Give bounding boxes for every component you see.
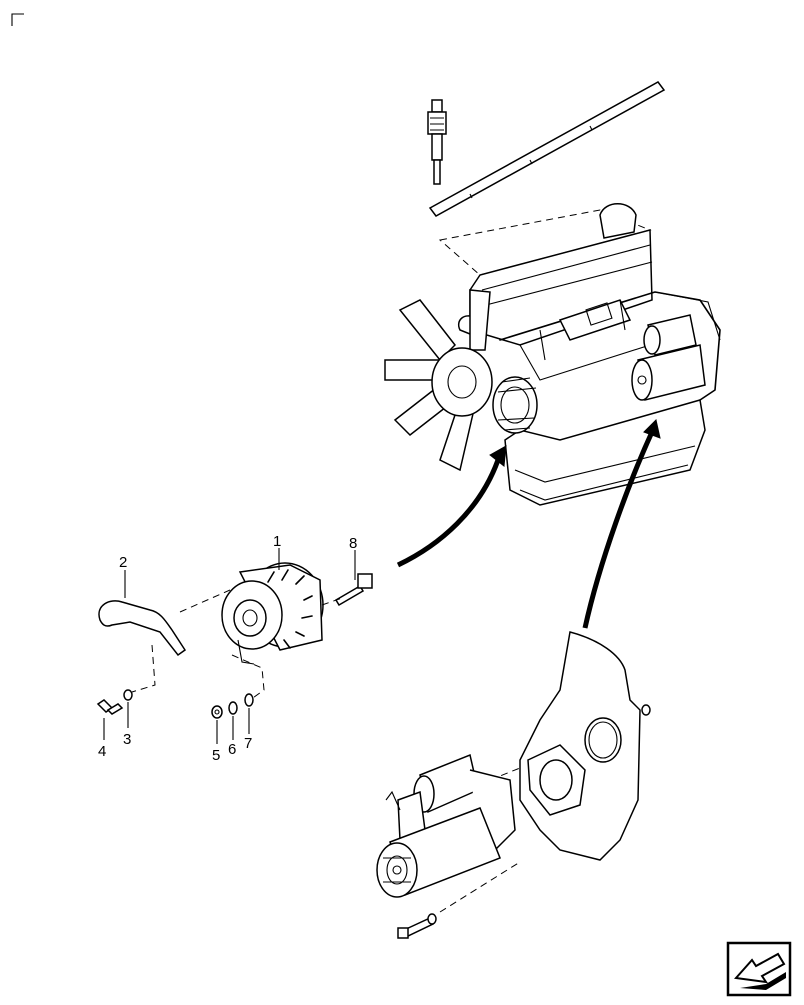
arrow-alternator-to-engine	[396, 459, 501, 568]
alternator-nut-and-washers	[211, 693, 254, 719]
starter-gasket	[527, 744, 586, 816]
starter-motor	[376, 753, 516, 898]
callout-5: 5	[212, 747, 220, 764]
leader-lines	[103, 548, 356, 744]
alternator	[221, 562, 324, 665]
callout-7: 7	[244, 735, 252, 752]
gasket-strip	[428, 81, 666, 217]
assembly-lines	[131, 589, 541, 913]
engine-fan	[384, 289, 493, 472]
callout-6: 6	[228, 741, 236, 758]
alternator-bolt	[334, 573, 373, 607]
assembly-arrows	[396, 419, 661, 629]
glow-plug	[427, 99, 447, 185]
corner-mark	[11, 13, 24, 26]
arrow-back-icon	[734, 952, 786, 990]
callout-labels: 1 2 3 4 5 6 7 8	[98, 533, 357, 764]
engine-alternator	[492, 376, 538, 434]
engine-starter	[631, 314, 706, 401]
callout-8: 8	[349, 535, 357, 552]
belt-bolt-and-washer	[96, 689, 133, 715]
mounting-plate	[519, 631, 651, 861]
arrow-starter-to-engine	[582, 430, 655, 629]
callout-4: 4	[98, 743, 106, 760]
back-navigation-button[interactable]	[726, 941, 792, 997]
starter-bolt-and-washer	[397, 913, 437, 939]
callout-1: 1	[273, 533, 281, 550]
callout-3: 3	[123, 731, 131, 748]
fan-belt	[98, 600, 187, 657]
callout-2: 2	[119, 554, 127, 571]
